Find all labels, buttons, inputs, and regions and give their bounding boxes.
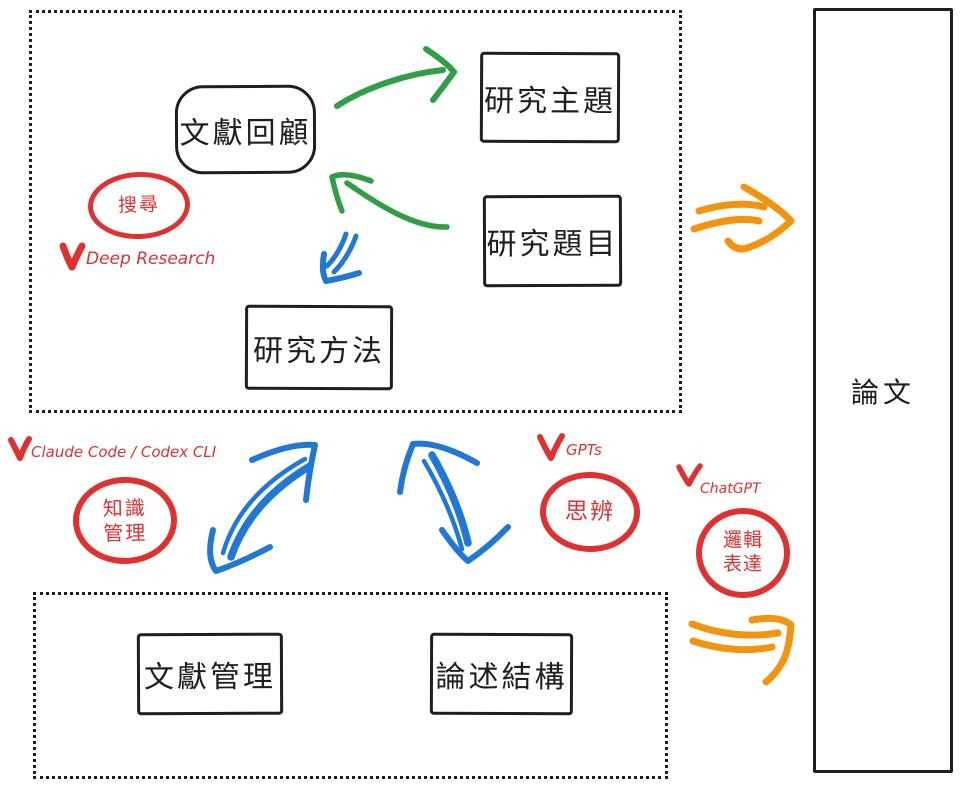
checkmark-claude-code-icon (8, 436, 32, 461)
node-paper: 論文 (813, 8, 953, 773)
checkmark-chatgpt-icon (676, 463, 703, 487)
circle-knowledge-management-label: 知識 管理 (102, 495, 148, 545)
orange-arrow-bottom-to-paper-icon (688, 614, 795, 686)
tool-label-claude-code-codex-cli: Claude Code / Codex CLI (31, 443, 217, 461)
circle-logical-expression-label: 邏輯 表達 (722, 529, 763, 575)
circle-knowledge-management: 知識 管理 (72, 476, 178, 565)
node-argument-structure-label: 論述結構 (435, 659, 568, 696)
node-research-method: 研究方法 (244, 304, 394, 391)
node-research-method-label: 研究方法 (252, 333, 386, 369)
bottom-section-frame (33, 592, 668, 779)
node-research-topic: 研究主題 (479, 51, 621, 144)
node-literature-review-label: 文獻回顧 (179, 115, 312, 151)
circle-search-label: 搜尋 (117, 192, 161, 217)
node-research-topic-label: 研究主題 (483, 83, 617, 119)
node-literature-management-label: 文獻管理 (143, 659, 277, 696)
node-research-title-label: 研究題目 (486, 226, 619, 263)
checkmark-gpts-icon (537, 433, 565, 461)
node-literature-review: 文獻回顧 (174, 84, 317, 175)
node-argument-structure: 論述結構 (429, 632, 574, 716)
node-research-title: 研究題目 (482, 194, 623, 288)
circle-logical-expression: 邏輯 表達 (696, 508, 790, 598)
blue-double-arrow-left-icon (207, 441, 318, 574)
circle-critical-thinking: 思辨 (539, 471, 641, 553)
node-paper-label: 論文 (850, 375, 915, 409)
tool-label-chatgpt: ChatGPT (700, 481, 761, 497)
node-literature-management: 文獻管理 (136, 632, 284, 716)
top-section-frame (29, 10, 682, 413)
tool-label-deep-research: Deep Research (86, 249, 216, 269)
tool-label-gpts: GPTs (566, 441, 602, 459)
circle-critical-thinking-label: 思辨 (564, 498, 616, 526)
blue-double-arrow-right-icon (397, 440, 511, 564)
orange-arrow-top-to-paper-icon (690, 183, 795, 253)
